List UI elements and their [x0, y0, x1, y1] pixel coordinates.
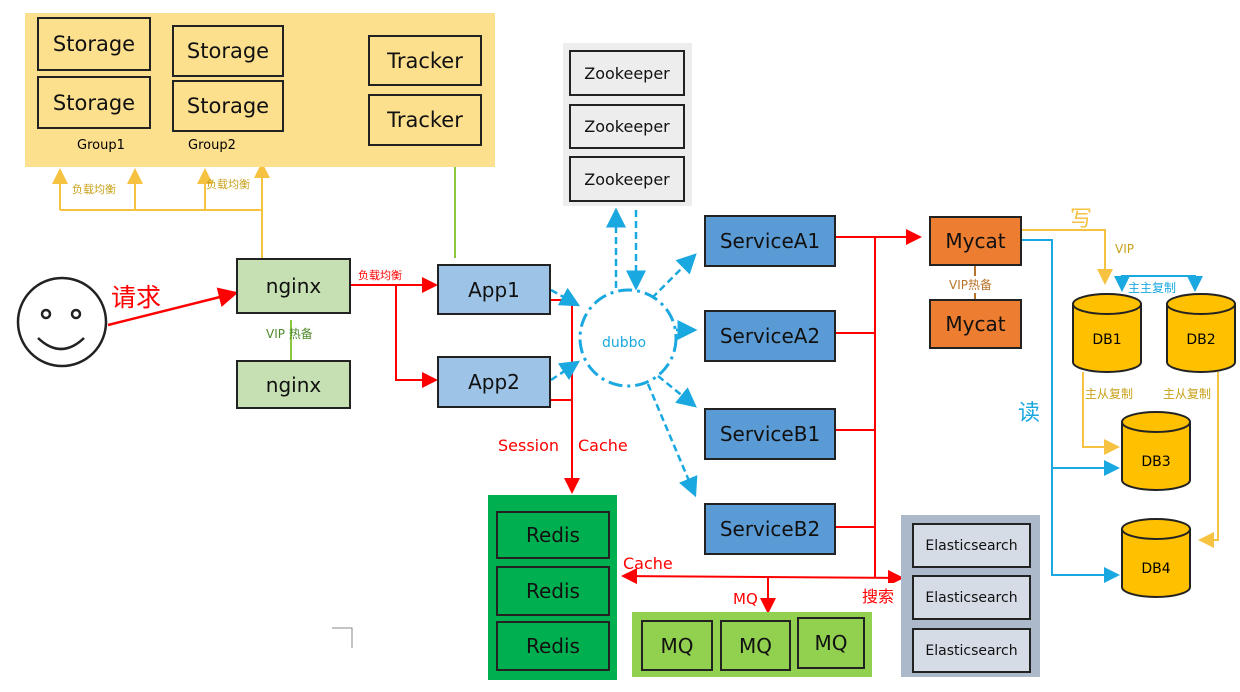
redis-node: Redis: [496, 621, 610, 671]
mq-node: MQ: [720, 620, 791, 671]
app2-to-dubbo: [550, 360, 581, 382]
storage-panel: [25, 13, 495, 167]
database-label: DB4: [1141, 561, 1171, 577]
zookeeper-panel: [563, 43, 692, 206]
storage-node: Storage: [172, 80, 284, 132]
dubbo-label: dubbo: [602, 335, 647, 351]
user-face-icon: [16, 276, 108, 368]
db2-to-db4: [1198, 372, 1219, 548]
db1-to-db3: [1082, 372, 1120, 455]
mycat-node: Mycat: [929, 216, 1022, 266]
session-label: Session: [498, 436, 560, 455]
service-node: ServiceB1: [704, 408, 836, 460]
database-label: DB3: [1141, 454, 1171, 470]
database-node: DB4: [1120, 517, 1192, 599]
database-cylinder-icon: [1072, 293, 1142, 373]
mq-label: MQ: [733, 590, 758, 608]
service-node: ServiceA1: [704, 215, 836, 267]
database-cylinder-icon: [1121, 518, 1191, 598]
request-arrow: [107, 287, 239, 327]
master-slave-label: 主从复制: [1163, 387, 1212, 401]
cache-label: Cache: [578, 436, 628, 455]
vip-label: VIP: [1115, 242, 1134, 256]
cache-search-line: [621, 568, 904, 586]
zookeeper-node: Zookeeper: [569, 156, 685, 202]
group-label: Group1: [77, 138, 125, 153]
zookeeper-node: Zookeeper: [569, 50, 685, 96]
master-slave-label: 主从复制: [1085, 387, 1134, 401]
database-label: DB2: [1186, 332, 1216, 348]
elasticsearch-node: Elasticsearch: [912, 523, 1031, 568]
group-label: Group2: [188, 138, 236, 153]
database-node: DB2: [1165, 292, 1237, 374]
storage-node: Storage: [172, 25, 284, 77]
database-node: DB3: [1120, 410, 1192, 492]
dubbo-to-serviceB2: [646, 383, 698, 498]
database-node: DB1: [1071, 292, 1143, 374]
request-label: 请求: [111, 283, 162, 312]
zookeeper-node: Zookeeper: [569, 104, 685, 149]
dubbo-to-serviceA1: [651, 253, 697, 299]
database-cylinder-icon: [1121, 411, 1191, 491]
app1-to-redis: [551, 299, 580, 494]
nginx-node: nginx: [236, 360, 351, 409]
write-label: 写: [1070, 207, 1093, 232]
nginx-node: nginx: [236, 258, 351, 314]
tracker-node: Tracker: [368, 94, 482, 146]
database-cylinder-icon: [1166, 293, 1236, 373]
nginx-to-app2: [395, 285, 438, 388]
load-balance-label: 负载均衡: [72, 183, 116, 196]
load-balance-label: 负载均衡: [358, 269, 402, 282]
redis-node: Redis: [496, 566, 610, 616]
elasticsearch-node: Elasticsearch: [912, 575, 1031, 620]
redis-node: Redis: [496, 511, 610, 559]
corner-mark: [332, 627, 353, 648]
cache-label: Cache: [623, 554, 673, 573]
tracker-node: Tracker: [368, 35, 482, 86]
storage-node: Storage: [37, 17, 151, 71]
read-line: [1022, 239, 1120, 583]
service-node: ServiceA2: [704, 310, 836, 362]
app-node: App1: [437, 264, 551, 315]
mq-node: MQ: [641, 620, 713, 671]
app1-to-dubbo: [550, 287, 581, 307]
search-label: 搜索: [862, 583, 895, 607]
write-line: [1022, 229, 1113, 285]
load-balance-label: 负载均衡: [206, 178, 250, 191]
dubbo-to-serviceB1: [657, 375, 697, 408]
mycat-node: Mycat: [929, 299, 1022, 349]
mq-node: MQ: [797, 617, 865, 669]
read-label: 读: [1018, 395, 1041, 427]
storage-node: Storage: [37, 76, 151, 129]
nginx-vip-label: VIP 热备: [266, 327, 313, 341]
app-node: App2: [437, 356, 551, 408]
master-master-label: 主主复制: [1128, 279, 1177, 296]
service-node: ServiceB2: [704, 503, 836, 555]
database-label: DB1: [1092, 332, 1122, 348]
mycat-vip-label: VIP热备: [949, 276, 992, 293]
elasticsearch-node: Elasticsearch: [912, 628, 1031, 673]
